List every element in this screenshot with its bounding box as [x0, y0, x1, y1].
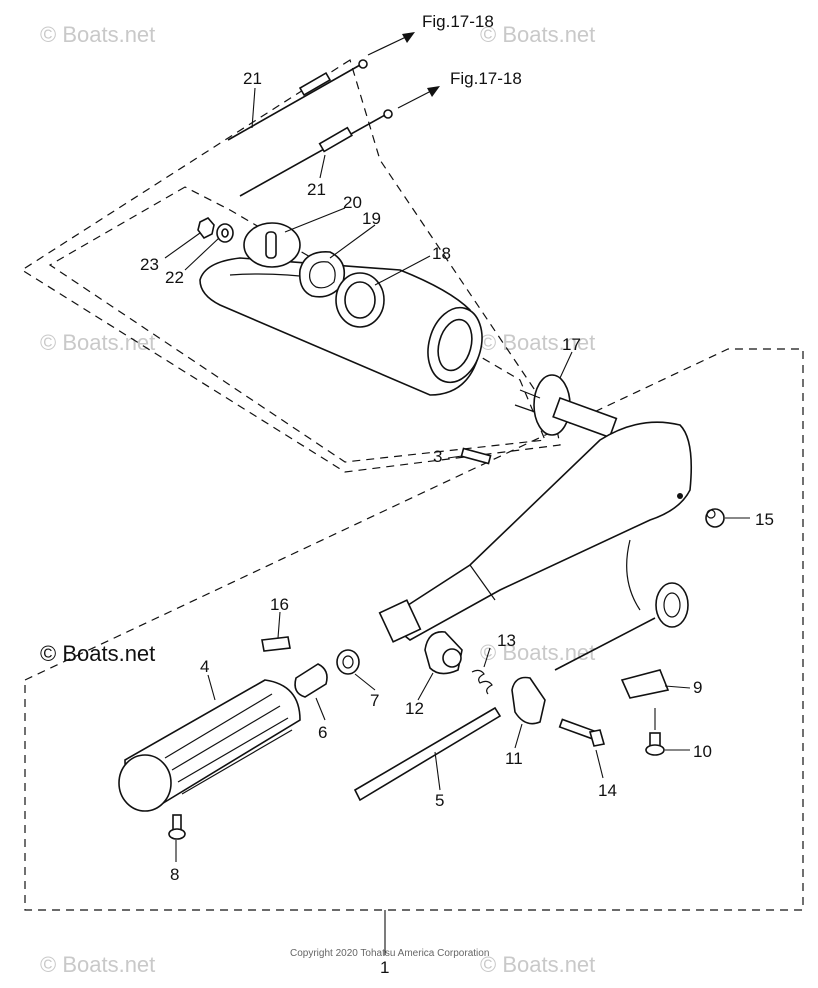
callout-8: 8	[170, 865, 179, 884]
cable-21-lower	[239, 109, 393, 197]
callout-13: 13	[497, 631, 516, 650]
callout-21-upper: 21	[243, 69, 262, 88]
callout-12: 12	[405, 699, 424, 718]
watermark-mid-left: © Boats.net	[40, 330, 155, 355]
decal-16	[261, 636, 291, 652]
fig-reference-upper: Fig.17-18	[367, 12, 494, 56]
callout-5: 5	[435, 791, 444, 810]
callout-11: 11	[505, 749, 523, 768]
tiller-bracket-housing	[199, 257, 483, 396]
bushing-12	[424, 631, 463, 675]
callout-16: 16	[270, 595, 289, 614]
throttle-rod-5	[353, 706, 502, 802]
plate-9	[620, 669, 670, 699]
callout-21-lower: 21	[307, 180, 326, 199]
callout-15: 15	[755, 510, 774, 529]
watermark-main: © Boats.net	[40, 641, 155, 666]
callout-labels: 21 21 20 19 18 23 22 17 3 15 16 13 4 9 7…	[140, 69, 774, 977]
watermark-group: © Boats.net © Boats.net © Boats.net © Bo…	[40, 22, 595, 977]
copyright-notice: Copyright 2020 Tohatsu America Corporati…	[290, 948, 489, 959]
bracket-assembly-boundary	[48, 186, 546, 463]
screw-8	[168, 814, 186, 840]
callout-17: 17	[562, 335, 581, 354]
watermark-bottom-right: © Boats.net	[480, 952, 595, 977]
watermark-top-left: © Boats.net	[40, 22, 155, 47]
fig-ref-label-upper: Fig.17-18	[422, 12, 494, 31]
leader-lines	[164, 87, 750, 955]
throttle-shaft-17	[514, 374, 618, 439]
sleeve-6	[294, 663, 328, 698]
callout-7: 7	[370, 691, 379, 710]
fig-reference-lower: Fig.17-18	[397, 69, 522, 109]
callout-20: 20	[343, 193, 362, 212]
nut-23	[197, 217, 215, 240]
collar-7	[336, 649, 360, 675]
spring-13	[471, 669, 493, 695]
washer-22	[216, 223, 234, 243]
cable-21-upper	[227, 59, 368, 141]
throttle-grip-4	[118, 679, 301, 812]
plate-20	[243, 222, 301, 268]
upper-assembly-boundary	[20, 59, 561, 473]
callout-6: 6	[318, 723, 327, 742]
callout-9: 9	[693, 678, 702, 697]
callout-23: 23	[140, 255, 159, 274]
watermark-top-right: © Boats.net	[480, 22, 595, 47]
watermark-mid-right: © Boats.net	[480, 330, 595, 355]
callout-19: 19	[362, 209, 381, 228]
callout-14: 14	[598, 781, 617, 800]
callout-3: 3	[433, 447, 442, 466]
grommet-15	[705, 508, 725, 528]
callout-22: 22	[165, 268, 184, 287]
callout-10: 10	[693, 742, 712, 761]
screw-3	[460, 447, 492, 465]
fig-ref-label-lower: Fig.17-18	[450, 69, 522, 88]
watermark-lower-right: © Boats.net	[480, 640, 595, 665]
screw-14	[558, 718, 606, 747]
callout-4: 4	[200, 657, 209, 676]
adjuster-knob	[554, 582, 689, 671]
callout-18: 18	[432, 244, 451, 263]
ring-18	[335, 272, 385, 328]
clamp-11	[511, 676, 546, 725]
watermark-bottom-left: © Boats.net	[40, 952, 155, 977]
tiller-assembly-boundary	[24, 348, 804, 911]
callout-1: 1	[380, 958, 389, 977]
tiller-arm	[378, 421, 693, 643]
bolt-10	[645, 732, 665, 756]
